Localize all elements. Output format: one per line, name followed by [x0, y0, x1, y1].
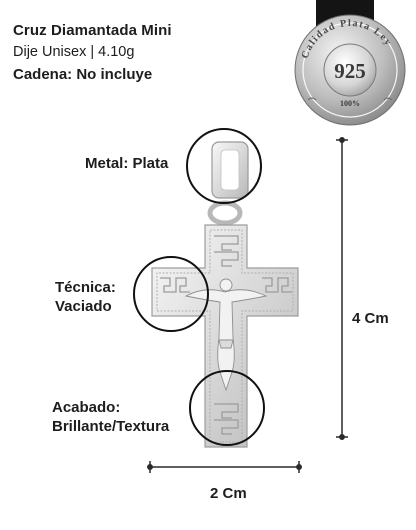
- cross-pendant-image: [151, 141, 299, 448]
- metal-label: Metal: Plata: [85, 155, 169, 172]
- technique-label: Técnica:: [55, 279, 116, 296]
- technique-value: Vaciado: [55, 298, 112, 315]
- finish-value: Brillante/Textura: [52, 418, 170, 435]
- product-title: Cruz Diamantada Mini: [13, 22, 172, 39]
- finish-label: Acabado:: [52, 399, 121, 416]
- seal-number: 925: [334, 59, 366, 83]
- chain-info: Cadena: No incluye: [13, 66, 153, 83]
- finish-block: Acabado: Brillante/Textura: [52, 398, 169, 436]
- finish-highlight-circle: [189, 370, 265, 446]
- silver-seal-badge: Calidad Plata Ley 925 100%: [294, 14, 406, 126]
- width-dimension-line: [147, 461, 302, 473]
- product-subtitle: Dije Unisex | 4.10g: [13, 44, 135, 60]
- height-dimension-line: [336, 137, 348, 440]
- width-label: 2 Cm: [210, 485, 247, 502]
- seal-percent: 100%: [340, 99, 360, 108]
- metal-highlight-circle: [186, 128, 262, 204]
- height-label: 4 Cm: [352, 310, 389, 327]
- technique-block: Técnica: Vaciado: [55, 278, 116, 316]
- technique-highlight-circle: [133, 256, 209, 332]
